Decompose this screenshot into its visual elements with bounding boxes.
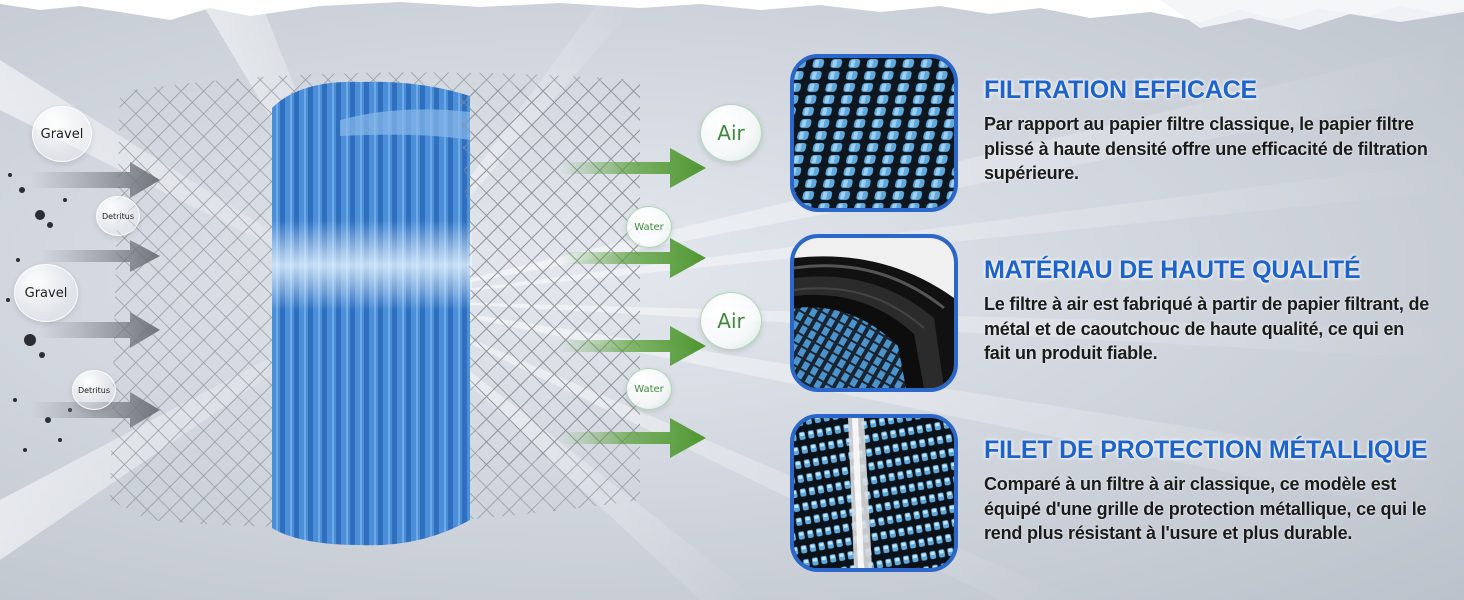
feature-title: FILET DE PROTECTION MÉTALLIQUE [984, 436, 1428, 464]
air-label: Air [717, 309, 745, 333]
feature-description: Comparé à un filtre à air classique, ce … [984, 474, 1427, 543]
gravel-label: Gravel [40, 126, 84, 142]
inner-metal-mesh [460, 80, 640, 470]
water-label: Water [634, 221, 664, 233]
torn-paper-edge [0, 0, 1464, 30]
water-label: Water [634, 383, 664, 395]
feature-metal-mesh: FILET DE PROTECTION MÉTALLIQUE Comparé à… [790, 414, 1450, 580]
pleated-filter-element [272, 81, 472, 546]
pleated-paper-closeup-icon [790, 54, 958, 212]
filter-illustration: Gravel Detritus Gravel Detritus Air Wate… [6, 72, 762, 546]
air-bubble-bottom: Air [700, 292, 762, 350]
feature-material: MATÉRIAU DE HAUTE QUALITÉ Le filtre à ai… [790, 234, 1450, 400]
feature-description: Par rapport au papier filtre classique, … [984, 114, 1428, 183]
detritus-label: Detritus [101, 211, 135, 221]
feature-title: MATÉRIAU DE HAUTE QUALITÉ [984, 256, 1361, 284]
feature-description: Le filtre à air est fabriqué à partir de… [984, 294, 1430, 363]
gravel-label: Gravel [24, 285, 68, 301]
water-bubble-top: Water [626, 206, 672, 248]
debris-particles [6, 173, 72, 452]
detritus-bubble-top: Detritus [96, 196, 140, 236]
feature-title: FILTRATION EFFICACE [984, 76, 1258, 104]
detritus-bubble-bottom: Detritus [72, 370, 116, 410]
metal-mesh-closeup-icon [790, 414, 958, 572]
rubber-seal-closeup-icon [790, 234, 958, 392]
detritus-label: Detritus [77, 385, 111, 395]
air-bubble-top: Air [700, 104, 762, 162]
gravel-bubble-mid: Gravel [14, 264, 78, 322]
water-bubble-bottom: Water [626, 368, 672, 410]
debris-arrows [30, 162, 160, 428]
air-label: Air [717, 121, 745, 145]
feature-filtration: FILTRATION EFFICACE Par rapport au papie… [790, 54, 1450, 220]
clean-air-arrows [560, 148, 706, 458]
filter-cutaway-graphic [6, 72, 706, 546]
gravel-bubble-top: Gravel [32, 106, 92, 162]
